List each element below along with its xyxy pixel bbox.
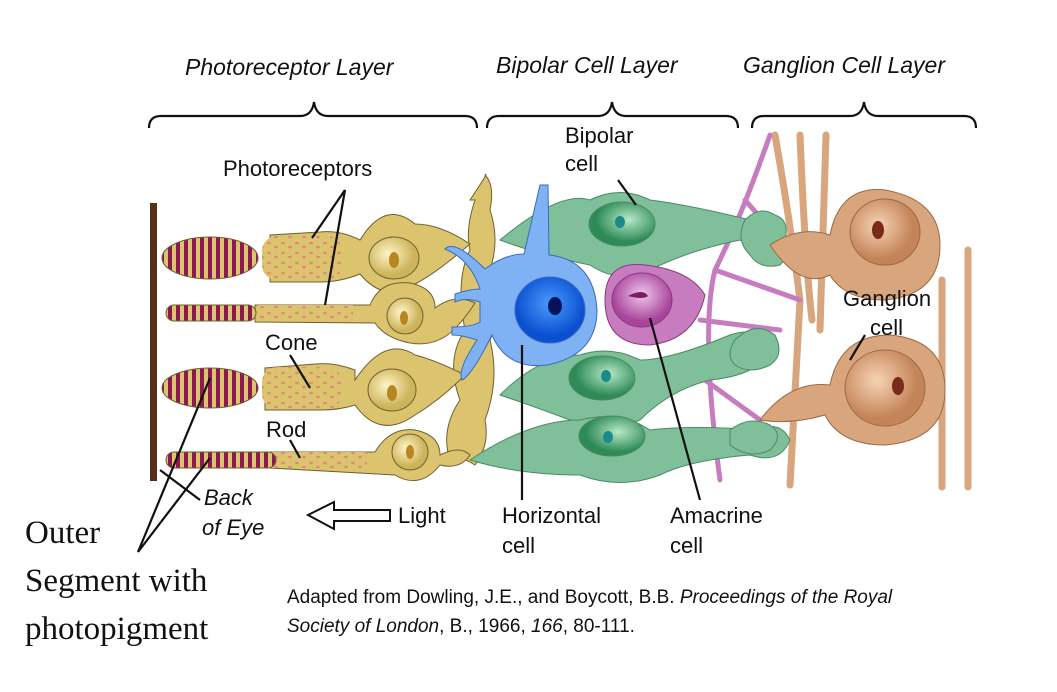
horizontal-cell — [444, 184, 598, 381]
back-of-eye-wall — [150, 203, 157, 481]
ganglion-bracket — [750, 101, 978, 129]
photoreceptors — [161, 173, 498, 482]
outer-segment-label-line2: Segment with — [25, 563, 208, 599]
citation-authors: Adapted from Dowling, J.E., and Boycott,… — [287, 587, 680, 608]
citation-volume: 166 — [531, 616, 563, 637]
light-arrow-icon — [305, 500, 391, 531]
labels: Photoreceptors Cone Rod Bipolar cell Gan… — [25, 123, 931, 647]
ganglion-layer-label: Ganglion Cell Layer — [743, 52, 946, 78]
ganglion-cell-1 — [769, 189, 941, 301]
citation: Adapted from Dowling, J.E., and Boycott,… — [287, 587, 893, 637]
citation-journal-b: Society of London — [287, 616, 439, 637]
citation-line2: Society of London, B., 1966, 166, 80-111… — [287, 616, 635, 637]
back-of-eye-label-line1: Back — [204, 485, 254, 510]
bipolar-bracket — [485, 101, 740, 129]
ganglion-cells — [759, 189, 946, 446]
citation-series-year: , B., 1966, — [439, 616, 531, 637]
outer-segment-label-line1: Outer — [25, 515, 100, 551]
amacrine-processes — [697, 132, 803, 483]
rod-1 — [165, 282, 476, 345]
outer-segment-label-line3: photopigment — [25, 611, 208, 647]
rod-2 — [165, 429, 471, 482]
cone-1 — [161, 214, 471, 293]
citation-pages: , 80-111. — [563, 616, 635, 637]
bipolar-layer-label: Bipolar Cell Layer — [496, 52, 679, 78]
back-of-eye-label-line2: of Eye — [202, 515, 264, 540]
horizontal-label-line1: Horizontal — [502, 503, 601, 528]
ganglion-label-line2: cell — [870, 315, 903, 340]
horizontal-label-line2: cell — [502, 533, 535, 558]
amacrine-cell — [604, 263, 706, 346]
cone-label: Cone — [265, 330, 318, 355]
bipolar-cell-3 — [468, 415, 791, 483]
layer-headers: Photoreceptor Layer Bipolar Cell Layer G… — [147, 52, 978, 129]
photoreceptors-label: Photoreceptors — [223, 156, 372, 181]
amacrine-label-line2: cell — [670, 533, 703, 558]
citation-line1: Adapted from Dowling, J.E., and Boycott,… — [287, 587, 893, 608]
amacrine-label-line1: Amacrine — [670, 503, 763, 528]
ganglion-cell-2 — [759, 334, 946, 446]
ganglion-label-line1: Ganglion — [843, 286, 931, 311]
cone-2 — [161, 348, 466, 426]
leader-lines — [136, 179, 866, 553]
rod-label: Rod — [266, 417, 306, 442]
citation-journal-a: Proceedings of the Royal — [680, 587, 893, 608]
bipolar-label-line2: cell — [565, 151, 598, 176]
photoreceptor-bracket — [147, 101, 479, 129]
bipolar-label-line1: Bipolar — [565, 123, 633, 148]
photoreceptor-layer-label: Photoreceptor Layer — [185, 54, 395, 80]
light-label: Light — [398, 503, 446, 528]
bipolar-cells — [468, 192, 791, 483]
